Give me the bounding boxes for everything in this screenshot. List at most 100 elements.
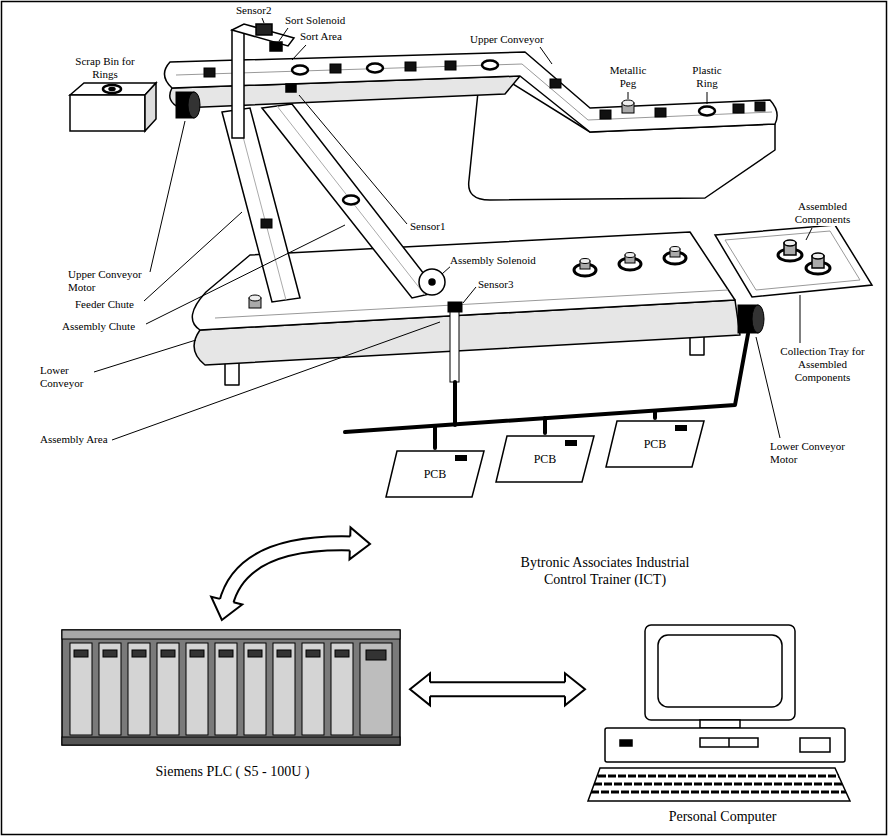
plc-rack	[273, 643, 295, 735]
cable	[653, 411, 657, 418]
plc-rack	[306, 650, 320, 657]
upper-conveyor	[469, 76, 775, 200]
personal-computer	[728, 738, 730, 747]
plc-rack	[62, 630, 400, 745]
lower-conveyor-motor	[752, 305, 764, 333]
plc-rack	[70, 643, 92, 735]
assembled-component	[670, 247, 680, 252]
part-label: Assembly Chute	[62, 320, 135, 333]
part-label: Feeder Chute	[75, 298, 134, 311]
part-label: Sensor2	[236, 4, 271, 17]
plc-rack	[128, 643, 150, 735]
pcb-board: PCB	[385, 450, 485, 498]
arrow-shaft	[427, 681, 568, 697]
arrow-shaft	[427, 683, 568, 695]
leader-line	[292, 45, 306, 60]
pcb-board: PCB	[495, 435, 595, 483]
sensor3	[450, 312, 459, 382]
scrap-bin	[70, 95, 145, 131]
plc-rack	[360, 643, 392, 735]
part-label: Lower Conveyor Motor	[770, 440, 855, 466]
assembly-solenoid	[419, 269, 445, 295]
cable	[453, 382, 457, 425]
part-label: Assembly Area	[40, 433, 108, 446]
belt-items	[600, 110, 611, 119]
personal-computer	[658, 635, 782, 707]
scrap-bin	[145, 83, 156, 131]
belt-items	[261, 219, 272, 228]
node-text: PCB	[534, 452, 557, 466]
plc-rack	[74, 650, 88, 657]
scrap-bin	[70, 83, 156, 131]
arrow-head	[410, 673, 430, 705]
arrow-head	[410, 673, 430, 705]
node-text: Bytronic Associates Industrial Control T…	[510, 555, 700, 589]
upper-conveyor-motor	[188, 92, 200, 118]
node-text: Siemens PLC ( S5 - 100U )	[156, 764, 310, 781]
chutes	[277, 106, 425, 295]
belt-items	[343, 196, 359, 205]
pcb-chip	[565, 440, 577, 446]
leader-line	[707, 92, 708, 104]
part-label: Plastic Ring	[684, 64, 730, 90]
scrap-bin	[70, 83, 156, 95]
arrow-shaft	[226, 543, 353, 603]
part-label: Collection Tray for Assembled Components	[780, 345, 865, 384]
pcb-outline	[386, 451, 484, 497]
sensor-gantry	[232, 30, 244, 138]
assembled-component	[580, 259, 590, 264]
sensor-gantry	[232, 24, 296, 138]
node-text: Personal Computer	[669, 809, 777, 826]
sensor-gantry	[232, 24, 294, 46]
sensor3	[448, 302, 462, 382]
sensor-gantry	[256, 24, 272, 35]
belt-items	[445, 61, 456, 70]
part-label: Sort Solenoid	[285, 14, 345, 27]
leader-line	[112, 322, 440, 440]
personal-computer	[605, 728, 845, 762]
plc-rack	[219, 650, 233, 657]
collection-tray	[784, 240, 796, 246]
part-label: Scrap Bin for Rings	[75, 55, 135, 81]
pcb-chip	[675, 425, 687, 431]
plc-rack	[215, 643, 237, 735]
cable	[345, 334, 748, 432]
assembly-solenoid	[429, 279, 435, 285]
belt-items	[733, 104, 744, 113]
scrap-bin	[109, 88, 115, 91]
plc-rack	[157, 643, 179, 735]
leader-line	[262, 18, 264, 23]
node-text: PCB	[424, 467, 447, 481]
collection-tray	[715, 225, 872, 297]
plc-rack	[62, 630, 400, 639]
plc-rack	[186, 643, 208, 735]
sensor3	[448, 302, 462, 312]
plc-rack	[62, 737, 400, 745]
belt-items	[367, 64, 383, 73]
part-label: Metallic Peg	[605, 64, 651, 90]
belt-items	[622, 100, 634, 106]
leader-line	[94, 340, 196, 372]
plc-rack	[302, 643, 324, 735]
plc-rack	[277, 650, 291, 657]
personal-computer	[700, 738, 758, 747]
sensor-gantry	[286, 84, 296, 92]
assembly-solenoid	[419, 269, 445, 295]
leader-line	[806, 228, 812, 240]
pcb-chip	[455, 455, 467, 461]
arrow-head	[565, 673, 585, 705]
upper-conveyor-motor	[176, 92, 200, 118]
chutes	[222, 104, 438, 302]
belt-items	[330, 64, 341, 73]
collection-tray	[812, 253, 824, 259]
plc-rack	[99, 643, 121, 735]
arrow-head	[211, 597, 242, 620]
plc-unit: Siemens PLC ( S5 - 100U )	[55, 620, 410, 785]
lower-conveyor-motor	[738, 305, 764, 333]
cable	[433, 426, 437, 448]
part-label: Upper Conveyor Motor	[68, 268, 148, 294]
scrap-bin	[103, 85, 121, 93]
leader-line	[463, 287, 476, 303]
